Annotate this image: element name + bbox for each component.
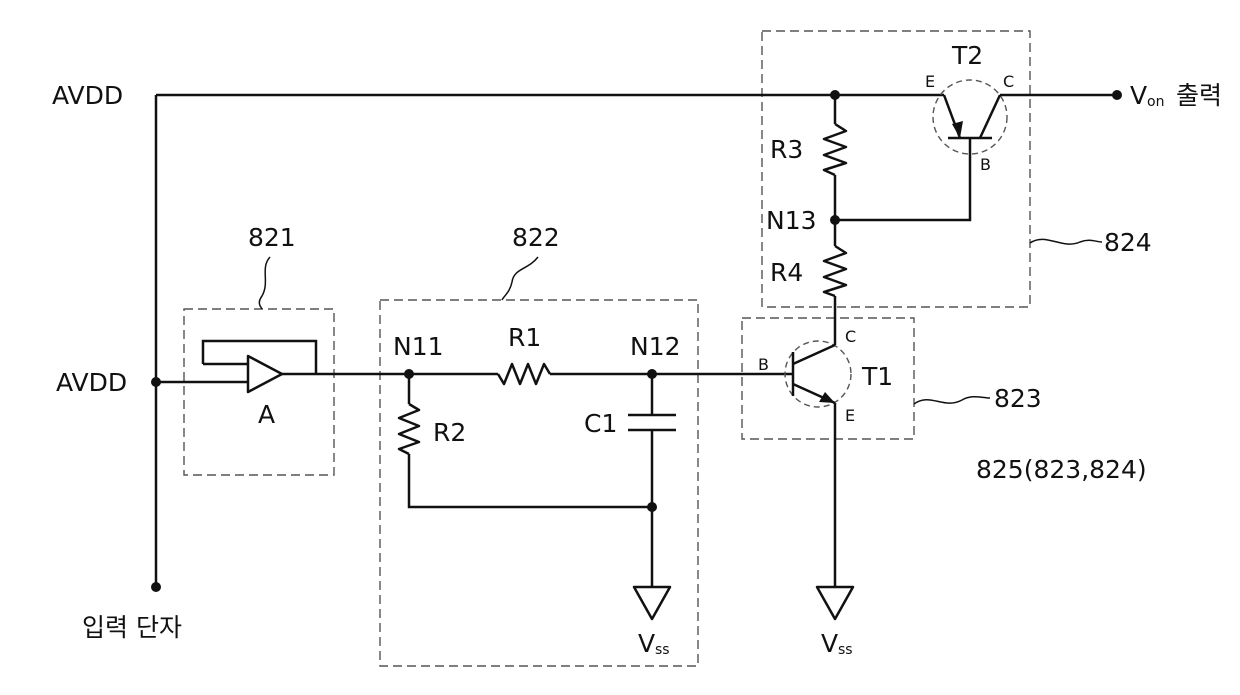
leader-824 [1030,239,1102,244]
label-output-v: V [1130,81,1147,110]
label-t2-pin-c: C [1003,72,1014,91]
leader-821 [259,257,270,309]
label-block-821: 821 [248,223,296,252]
label-t1: T1 [861,362,893,391]
block-821-outline [184,309,334,475]
label-node-n13: N13 [766,206,817,235]
label-t1-pin-c: C [845,327,856,346]
transistor-t1-collector-leg [793,345,835,364]
vss-ground-symbol-right [817,587,853,619]
label-t2-pin-e: E [925,72,935,91]
label-block-824: 824 [1104,228,1152,257]
wire-n13-t2-base [835,138,970,220]
label-c1: C1 [584,409,617,438]
label-vss-right-sub: ss [838,642,853,658]
label-vss-left-v: V [638,629,655,658]
vss-ground-symbol-left [634,587,670,619]
label-r3: R3 [770,135,803,164]
label-avdd-top: AVDD [52,81,123,110]
transistor-t2-emitter-arrow [952,121,963,138]
label-output-sub: on [1147,94,1164,110]
transistor-t2-collector-leg [980,95,1000,138]
leader-823 [914,397,990,404]
label-avdd-mid: AVDD [56,368,127,397]
label-t1-pin-e: E [845,406,855,425]
transistor-t1-envelope [785,341,851,407]
junction-n13 [830,215,840,225]
junction-input-terminal [151,582,161,592]
label-r1: R1 [508,323,541,352]
resistor-r1 [498,364,550,384]
label-input-terminal: 입력 단자 [82,613,182,642]
resistor-r3 [824,124,846,175]
junction-output [1112,90,1122,100]
label-r4: R4 [770,258,803,287]
label-block-822: 822 [512,223,560,252]
label-t1-pin-b: B [758,355,769,374]
label-amp-a: A [258,400,275,429]
label-output-suffix: 출력 [1176,81,1222,110]
label-t2: T2 [951,41,983,70]
wire-r2-bottom [409,454,652,507]
resistor-r2 [399,404,419,454]
label-vss-left-sub: ss [655,642,670,658]
label-node-n11: N11 [393,332,444,361]
label-node-n12: N12 [630,332,681,361]
resistor-r4 [824,246,846,296]
junction-n11 [404,369,414,379]
label-t2-pin-b: B [980,155,991,174]
junction-avdd-mid [151,377,161,387]
label-block-825: 825(823,824) [976,455,1147,484]
leader-822 [502,257,538,300]
junction-r3-rail [830,90,840,100]
label-r2: R2 [433,418,466,447]
amplifier-a [248,356,282,392]
label-block-823: 823 [994,384,1042,413]
label-vss-right-v: V [821,629,838,658]
junction-n12 [647,369,657,379]
junction-r2-c1 [647,502,657,512]
